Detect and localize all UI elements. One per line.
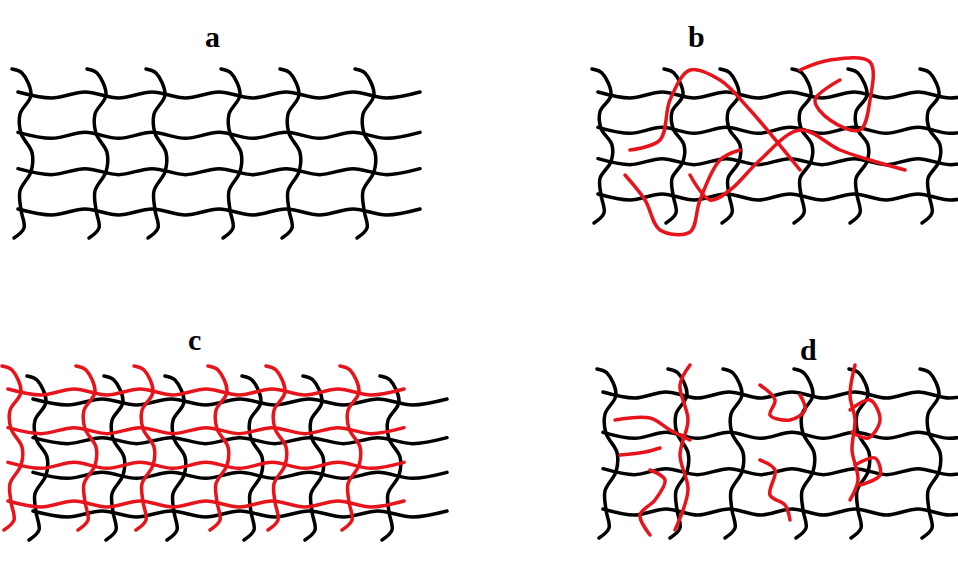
chain-horizontal bbox=[598, 127, 958, 133]
chain-horizontal bbox=[33, 511, 447, 517]
chain-horizontal bbox=[18, 132, 420, 138]
chain-horizontal bbox=[33, 472, 447, 478]
grafted-chain bbox=[640, 470, 665, 535]
chain-crosslink bbox=[76, 366, 97, 530]
chain-crosslink bbox=[792, 69, 813, 223]
chain-horizontal bbox=[18, 92, 420, 98]
chain-crosslink bbox=[104, 376, 125, 540]
entangled-chain bbox=[800, 58, 873, 131]
chain-crosslink bbox=[597, 369, 618, 538]
chain-crosslink bbox=[592, 69, 613, 223]
chain-horizontal bbox=[8, 428, 404, 434]
chain-horizontal bbox=[8, 389, 404, 395]
interpenetrating-network-c bbox=[2, 366, 404, 530]
chain-crosslink bbox=[27, 376, 48, 540]
chain-crosslink bbox=[242, 376, 263, 540]
chain-crosslink bbox=[2, 366, 23, 530]
entangled-chain bbox=[630, 69, 800, 170]
panel-letter: a bbox=[205, 22, 220, 52]
entangled-chain bbox=[625, 150, 740, 235]
chain-crosslink bbox=[303, 376, 324, 540]
chain-horizontal bbox=[603, 432, 958, 438]
chain-crosslink bbox=[380, 376, 401, 540]
chain-crosslink bbox=[208, 366, 229, 530]
chain-horizontal bbox=[33, 399, 447, 405]
chain-crosslink bbox=[920, 369, 941, 538]
grafted-chain bbox=[615, 417, 690, 440]
chain-horizontal bbox=[8, 462, 404, 468]
chain-horizontal bbox=[598, 194, 958, 200]
panel-letter: c bbox=[188, 325, 201, 355]
chain-crosslink bbox=[355, 69, 376, 238]
chain-horizontal bbox=[8, 501, 404, 507]
grafted-chain bbox=[855, 458, 881, 485]
grafted-chain bbox=[850, 400, 880, 438]
chain-crosslink bbox=[87, 69, 108, 238]
panel-letter: d bbox=[800, 335, 817, 365]
panel-letter: b bbox=[688, 22, 705, 52]
grafted-chain bbox=[620, 448, 660, 455]
chain-crosslink bbox=[723, 369, 744, 538]
chain-crosslink bbox=[134, 366, 155, 530]
chain-crosslink bbox=[280, 69, 301, 238]
grafted-chain bbox=[675, 365, 690, 530]
chain-horizontal bbox=[18, 209, 420, 215]
chain-horizontal bbox=[598, 92, 958, 98]
network-d bbox=[597, 369, 958, 538]
entangled-chain bbox=[690, 130, 905, 200]
grafted-chain bbox=[760, 460, 790, 520]
chain-crosslink bbox=[165, 376, 186, 540]
chain-horizontal bbox=[18, 169, 420, 175]
chain-crosslink bbox=[920, 69, 941, 223]
chain-horizontal bbox=[598, 159, 958, 165]
network-a bbox=[12, 69, 420, 238]
chain-crosslink bbox=[146, 69, 167, 238]
chain-crosslink bbox=[12, 69, 33, 238]
chain-crosslink bbox=[221, 69, 242, 238]
chain-crosslink bbox=[794, 369, 815, 538]
chain-crosslink bbox=[266, 366, 287, 530]
chain-crosslink bbox=[720, 69, 741, 223]
chain-horizontal bbox=[603, 392, 958, 398]
chain-crosslink bbox=[848, 69, 869, 223]
chain-horizontal bbox=[603, 509, 958, 515]
chain-crosslink bbox=[340, 366, 361, 530]
grafted-chain bbox=[760, 385, 805, 420]
